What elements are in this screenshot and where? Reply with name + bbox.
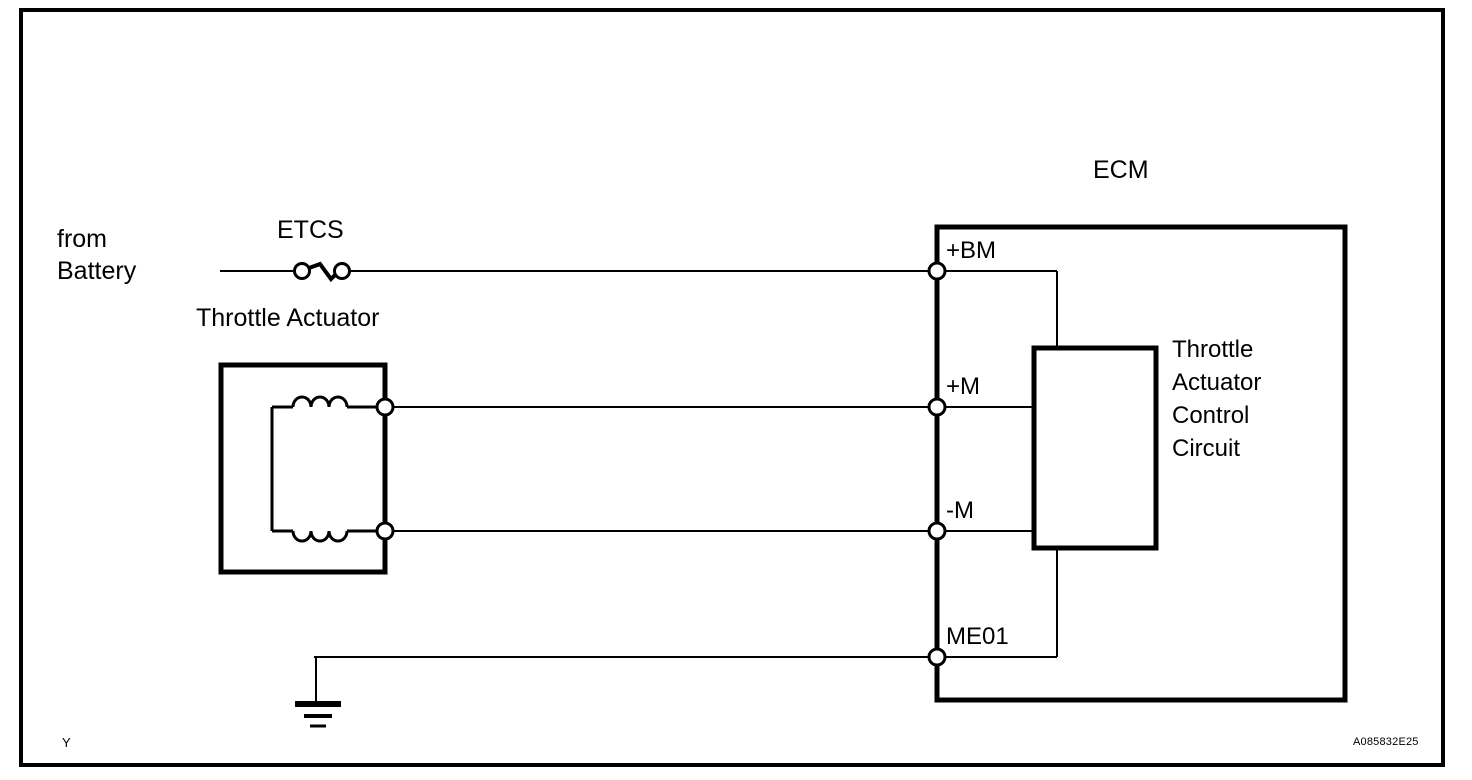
from-battery-label-line2: Battery <box>57 257 137 285</box>
fuse-terminal-left-icon <box>293 262 311 280</box>
throttle-actuator-label: Throttle Actuator <box>196 304 380 332</box>
control-circuit-label-line1: Throttle <box>1172 336 1254 363</box>
terminal-label-plus-bm: +BM <box>946 237 997 264</box>
control-circuit-label-line3: Control <box>1172 402 1250 429</box>
ecm-terminal-minus-m-icon <box>927 521 947 541</box>
throttle-actuator-box <box>218 362 388 575</box>
wire-color-code-label: Y <box>62 735 71 750</box>
ecm-label: ECM <box>1093 156 1149 184</box>
actuator-terminal-minus-m-icon <box>375 521 395 541</box>
from-battery-label-line1: from <box>57 225 107 253</box>
terminal-label-plus-m: +M <box>946 373 981 400</box>
control-circuit-label-line4: Circuit <box>1172 435 1241 462</box>
motor-winding-lower-icon <box>291 530 349 543</box>
terminal-label-minus-m: -M <box>946 497 974 524</box>
ecm-terminal-plus-bm-icon <box>927 261 947 281</box>
fuse-terminal-right-icon <box>333 262 351 280</box>
terminal-label-me01: ME01 <box>946 623 1009 650</box>
motor-winding-upper-icon <box>291 395 349 408</box>
control-circuit-label-line2: Actuator <box>1172 369 1262 396</box>
throttle-actuator-control-circuit-box <box>1031 345 1159 551</box>
figure-reference-code: A085832E25 <box>1353 736 1419 748</box>
ecm-terminal-plus-m-icon <box>927 397 947 417</box>
ecm-terminal-me01-icon <box>927 647 947 667</box>
page-frame <box>19 8 1445 767</box>
ecm-box <box>934 224 1348 703</box>
fuse-label-etcs: ETCS <box>277 216 344 244</box>
actuator-terminal-plus-m-icon <box>375 397 395 417</box>
